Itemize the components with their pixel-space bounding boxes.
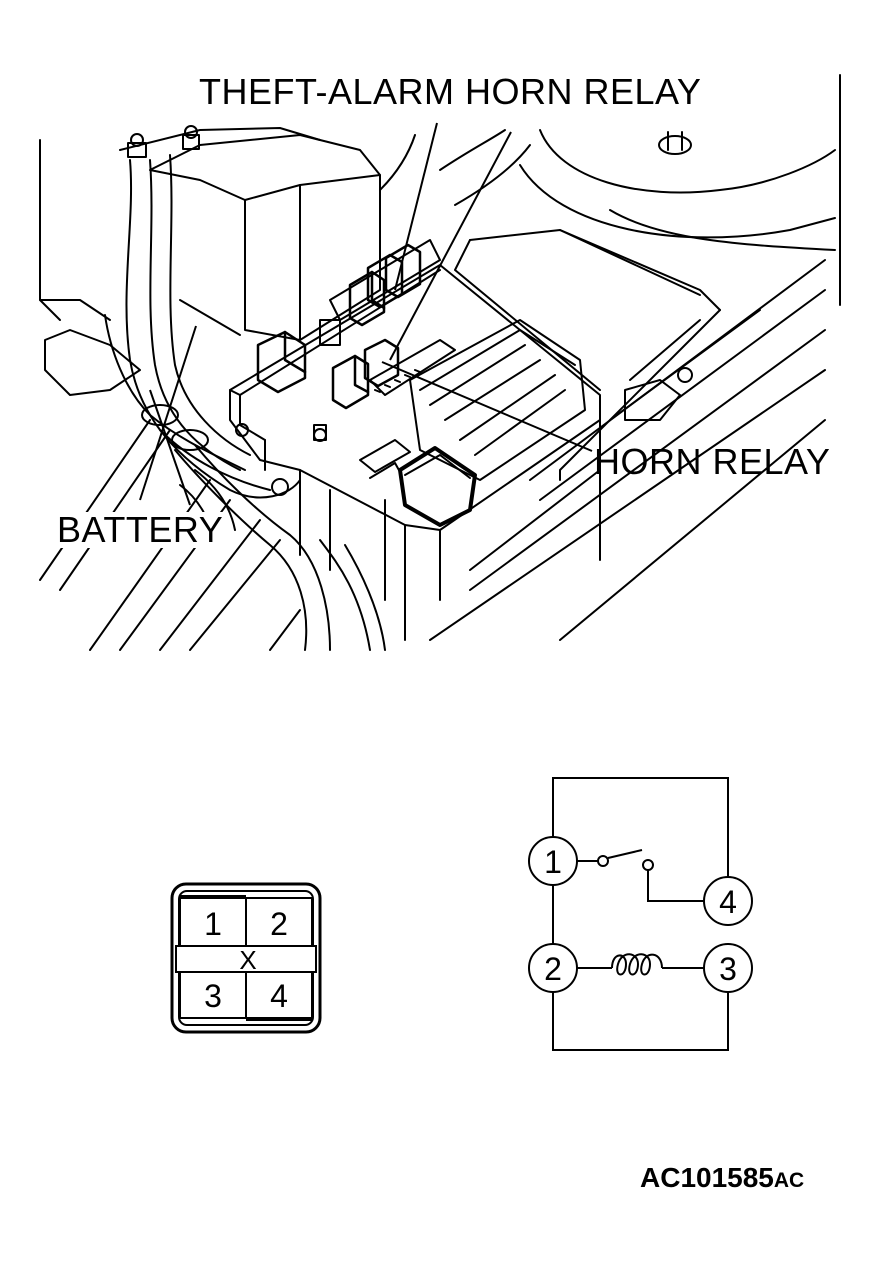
horn-relay-label: HORN RELAY	[594, 441, 831, 482]
terminal-1-circle	[528, 836, 578, 886]
figure-code-suffix: AC	[773, 1169, 805, 1192]
connector-lock-bar	[175, 945, 317, 973]
terminal-3-label: 3	[719, 951, 737, 987]
terminal-1-label: 1	[544, 844, 562, 880]
coil-symbol	[611, 953, 663, 976]
terminal-3-circle	[703, 943, 753, 993]
bottom-wire	[552, 992, 729, 1051]
theft-alarm-leader-1	[394, 122, 438, 291]
horn-relay-leader	[381, 361, 593, 452]
connector-outer-shell	[170, 882, 322, 1034]
theft-alarm-leader-2	[389, 131, 512, 361]
terminal-4-circle	[703, 876, 753, 926]
connector-pin-1: 1	[204, 906, 222, 942]
figure-code-main: AC101585	[640, 1162, 774, 1193]
switch-to-terminal-4	[647, 870, 704, 902]
leader-lines	[139, 122, 593, 506]
switch-blade	[607, 849, 643, 859]
relay-connector-face	[170, 882, 322, 1034]
switch-contact-fixed	[597, 855, 609, 867]
engine-bay-illustration	[39, 74, 841, 651]
connector-pin-2: 2	[270, 906, 288, 942]
connector-center-mark: X	[239, 945, 256, 975]
connector-pin-3: 3	[204, 978, 222, 1014]
circuit-terminals	[528, 836, 753, 993]
battery-label: BATTERY	[57, 509, 224, 550]
connector-pin-4: 4	[270, 978, 288, 1014]
switch-contact-moving	[642, 859, 654, 871]
figure-code: AC101585AC	[640, 1164, 804, 1192]
battery-leader-2	[149, 389, 191, 506]
top-wire	[552, 777, 729, 878]
theft-alarm-horn-relay-label: THEFT-ALARM HORN RELAY	[199, 71, 702, 112]
terminal-2-circle	[528, 943, 578, 993]
terminal-2-label: 2	[544, 951, 562, 987]
battery-leader-1	[139, 325, 197, 501]
terminal-4-label: 4	[719, 884, 737, 920]
relay-circuit-schematic	[552, 777, 729, 1051]
